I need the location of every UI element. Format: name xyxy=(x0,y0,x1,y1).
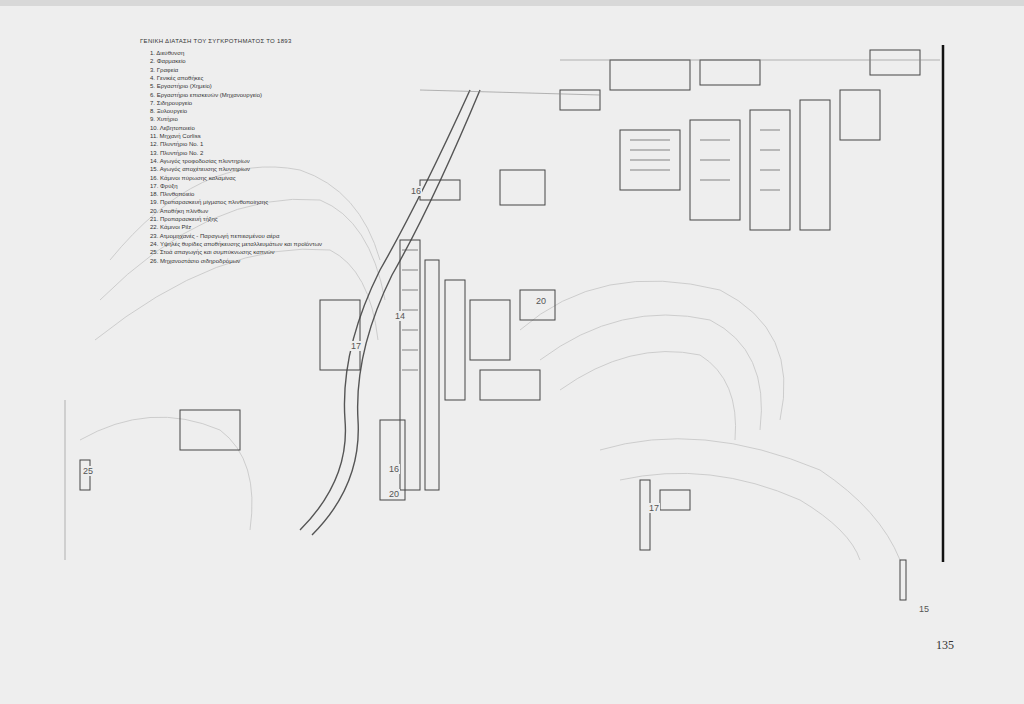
legend-entry: 2. Φαρμακείο xyxy=(150,58,186,65)
legend-entry: 14. Αγωγός τροφοδοσίας πλυντηρίων xyxy=(150,158,250,165)
plan-title: ΓΕΝΙΚΗ ΔΙΑΤΑΣΗ ΤΟΥ ΣΥΓΚΡΟΤΗΜΑΤΟΣ ΤΟ 1893 xyxy=(140,38,292,44)
hatching xyxy=(402,130,780,370)
legend-entry: 8. Ξυλουργείο xyxy=(150,108,187,115)
legend-entry: 20. Αποθήκη πλίνθων xyxy=(150,208,208,215)
legend-entry: 13. Πλυντήριο No. 2 xyxy=(150,150,203,157)
legend-entry: 16. Κάμινοι πύρωσης καλαμίνας xyxy=(150,175,236,182)
callout-number: 25 xyxy=(82,466,94,476)
contour-lines xyxy=(80,167,900,560)
callout-number: 16 xyxy=(410,186,422,196)
legend-entry: 21. Προπαρασκευή τήξης xyxy=(150,216,218,223)
legend-entry: 11. Μηχανή Corliss xyxy=(150,133,201,140)
legend-entry: 1. Διεύθυνση xyxy=(150,50,184,57)
callout-number: 20 xyxy=(535,296,547,306)
road xyxy=(300,90,480,535)
frame-line xyxy=(942,45,945,562)
rail-lines xyxy=(65,60,940,560)
legend-entry: 9. Χυτήριο xyxy=(150,116,178,123)
page-number: 135 xyxy=(936,638,954,653)
legend-entry: 17. Φρύξη xyxy=(150,183,178,190)
buildings xyxy=(80,50,920,600)
callout-number: 16 xyxy=(388,464,400,474)
legend-entry: 5. Εργαστήριο (Χημείο) xyxy=(150,83,212,90)
callout-number: 15 xyxy=(918,604,930,614)
legend-entry: 26. Μηχανοστάσιο σιδηροδρόμων xyxy=(150,258,240,265)
callout-number: 17 xyxy=(350,341,362,351)
page-edge xyxy=(0,0,1024,6)
callout-number: 17 xyxy=(648,503,660,513)
legend-entry: 19. Προπαρασκευή μίγματος πλινθοποίησης xyxy=(150,199,268,206)
legend-entry: 7. Σιδηρουργείο xyxy=(150,100,192,107)
legend-entry: 4. Γενικές αποθήκες xyxy=(150,75,203,82)
legend-entry: 10. Λεβητοποιείο xyxy=(150,125,195,132)
legend-entry: 12. Πλυντήριο No. 1 xyxy=(150,141,203,148)
legend-entry: 22. Κάμινοι Pilz xyxy=(150,224,191,231)
callout-number: 14 xyxy=(394,311,406,321)
legend-entry: 24. Υψηλές θυρίδες αποθήκευσης μεταλλευμ… xyxy=(150,241,322,248)
callout-number: 20 xyxy=(388,489,400,499)
legend-entry: 3. Γραφεία xyxy=(150,67,178,74)
legend-entry: 23. Ατμομηχανές - Παραγωγή πεπιεσμένου α… xyxy=(150,233,279,240)
legend-entry: 18. Πλινθοποιείο xyxy=(150,191,194,198)
legend-entry: 15. Αγωγός αποχέτευσης πλυντηρίων xyxy=(150,166,250,173)
legend-entry: 6. Εργαστήριο επισκευών (Μηχανουργείο) xyxy=(150,92,262,99)
legend-entry: 25. Στοά απαγωγής και συμπύκνωσης καπνών xyxy=(150,249,275,256)
